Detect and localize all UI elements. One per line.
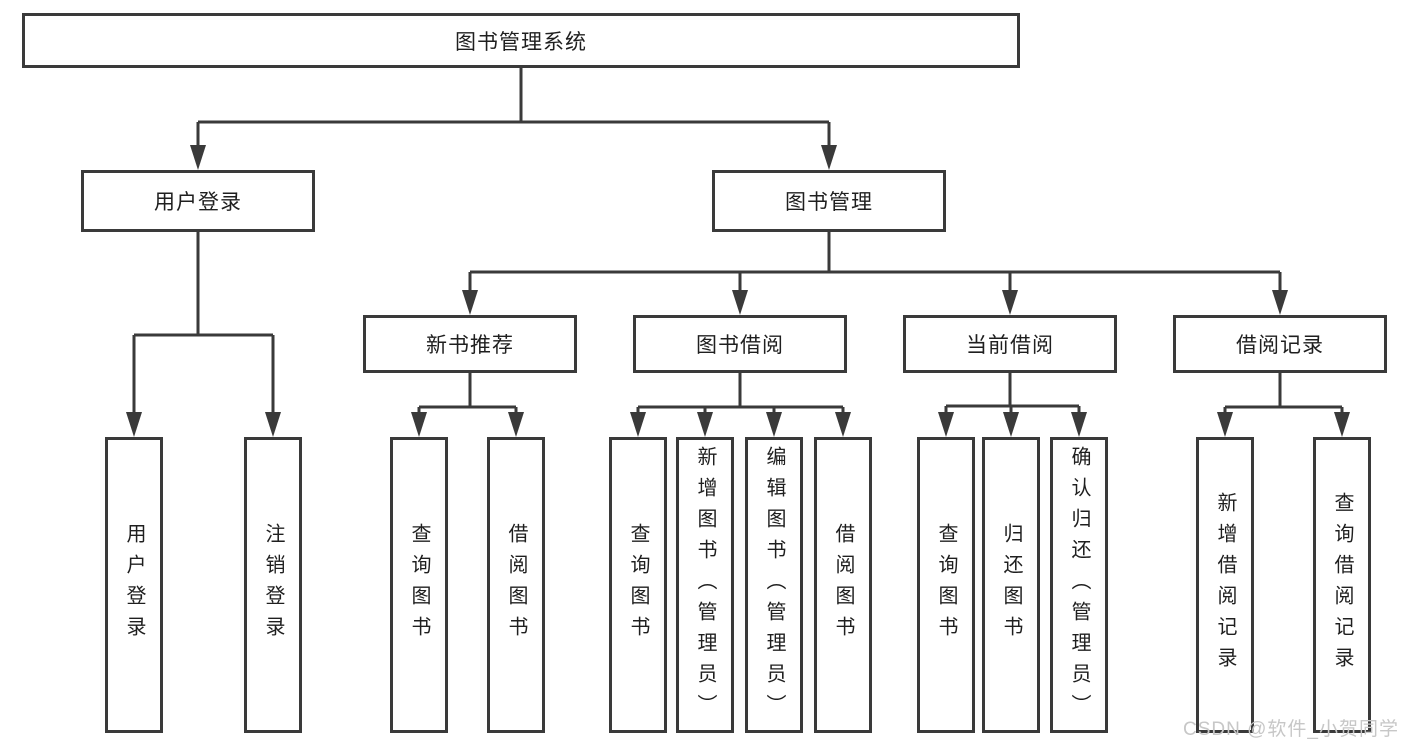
arrow-to-borrowing-records <box>1272 290 1288 315</box>
leaf-logout: 注销登录 <box>244 437 302 733</box>
arrow-to-new-book-recommend <box>462 290 478 315</box>
node-book-borrowing-label: 图书借阅 <box>696 334 784 357</box>
node-new-book-recommend: 新书推荐 <box>363 315 577 373</box>
leaf-user-login: 用户登录 <box>105 437 163 733</box>
arrow-to-leaf-confirm-return <box>1071 412 1087 437</box>
leaf-return-books-label: 归还图书 <box>1000 523 1022 647</box>
leaf-borrow-books-label: 借阅图书 <box>832 523 854 647</box>
connector-borrowing-records <box>1223 373 1344 418</box>
node-user-login: 用户登录 <box>81 170 315 232</box>
arrow-to-leaf-add-books <box>697 412 713 437</box>
connector-new-book-recommend <box>417 373 518 418</box>
connector-root <box>196 68 831 150</box>
leaf-recommend-query-books: 查询图书 <box>390 437 448 733</box>
arrow-to-leaf-edit-books <box>766 412 782 437</box>
connector-current-borrowing <box>944 373 1081 418</box>
leaf-edit-books-admin-label: 编辑图书（管理员） <box>763 445 785 725</box>
arrow-to-book-management <box>821 145 837 170</box>
node-new-book-recommend-label: 新书推荐 <box>426 334 514 357</box>
node-current-borrowing: 当前借阅 <box>903 315 1117 373</box>
leaf-recommend-query-books-label: 查询图书 <box>408 523 430 647</box>
leaf-add-books-admin: 新增图书（管理员） <box>676 437 734 733</box>
leaf-query-borrow-record: 查询借阅记录 <box>1313 437 1371 733</box>
leaf-borrowing-query-books: 查询图书 <box>609 437 667 733</box>
node-borrowing-records-label: 借阅记录 <box>1236 334 1324 357</box>
node-book-borrowing: 图书借阅 <box>633 315 847 373</box>
leaf-user-login-label: 用户登录 <box>123 523 145 647</box>
arrow-to-leaf-borrowing-query <box>630 412 646 437</box>
arrow-to-leaf-logout <box>265 412 281 437</box>
leaf-confirm-return-admin-label: 确认归还（管理员） <box>1068 445 1090 725</box>
node-borrowing-records: 借阅记录 <box>1173 315 1387 373</box>
leaf-edit-books-admin: 编辑图书（管理员） <box>745 437 803 733</box>
node-current-borrowing-label: 当前借阅 <box>966 334 1054 357</box>
node-book-management: 图书管理 <box>712 170 946 232</box>
arrow-to-leaf-user-login <box>126 412 142 437</box>
arrow-to-leaf-recommend-query <box>411 412 427 437</box>
leaf-current-query-books: 查询图书 <box>917 437 975 733</box>
leaf-return-books: 归还图书 <box>982 437 1040 733</box>
arrow-to-leaf-return-books <box>1003 412 1019 437</box>
node-root: 图书管理系统 <box>22 13 1020 68</box>
leaf-add-borrow-record: 新增借阅记录 <box>1196 437 1254 733</box>
leaf-borrow-books: 借阅图书 <box>814 437 872 733</box>
arrow-to-leaf-add-record <box>1217 412 1233 437</box>
connector-book-borrowing <box>636 373 845 418</box>
csdn-watermark: CSDN @软件_小贺同学 <box>1183 719 1399 740</box>
leaf-confirm-return-admin: 确认归还（管理员） <box>1050 437 1108 733</box>
connector-user-login <box>132 232 275 418</box>
node-user-login-label: 用户登录 <box>154 191 242 214</box>
leaf-add-books-admin-label: 新增图书（管理员） <box>694 445 716 725</box>
arrow-to-user-login <box>190 145 206 170</box>
leaf-add-borrow-record-label: 新增借阅记录 <box>1214 492 1236 678</box>
arrow-to-leaf-recommend-borrow <box>508 412 524 437</box>
arrowheads <box>126 145 1350 437</box>
leaf-current-query-books-label: 查询图书 <box>935 523 957 647</box>
arrow-to-current-borrowing <box>1002 290 1018 315</box>
leaf-recommend-borrow-books: 借阅图书 <box>487 437 545 733</box>
leaf-recommend-borrow-books-label: 借阅图书 <box>505 523 527 647</box>
leaf-logout-label: 注销登录 <box>262 523 284 647</box>
node-root-label: 图书管理系统 <box>455 30 587 54</box>
node-book-management-label: 图书管理 <box>785 191 873 214</box>
arrow-to-book-borrowing <box>732 290 748 315</box>
leaf-query-borrow-record-label: 查询借阅记录 <box>1331 492 1353 678</box>
arrow-to-leaf-current-query <box>938 412 954 437</box>
leaf-borrowing-query-books-label: 查询图书 <box>627 523 649 647</box>
arrow-to-leaf-borrow-books <box>835 412 851 437</box>
connector-book-management <box>468 232 1282 295</box>
arrow-to-leaf-query-record <box>1334 412 1350 437</box>
